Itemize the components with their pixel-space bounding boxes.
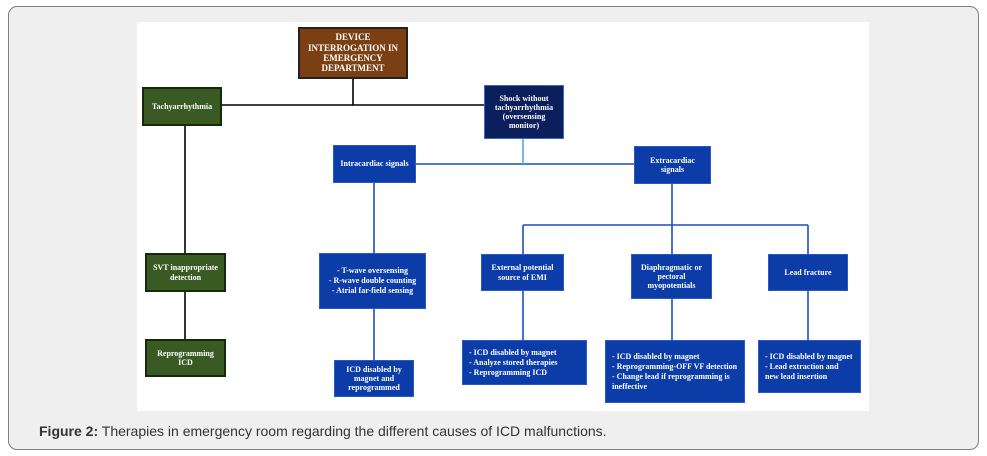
lead-action-item: - ICD disabled by magnet bbox=[765, 351, 853, 361]
intracardiac-cause-item: - R-wave double counting bbox=[328, 276, 417, 285]
connector-lines bbox=[184, 79, 809, 360]
figure-card: DEVICE INTERROGATION IN EMERGENCY DEPART… bbox=[8, 6, 979, 450]
figure-caption: Figure 2: Therapies in emergency room re… bbox=[39, 423, 607, 439]
reprogramming-icd-box: Reprogramming ICD bbox=[145, 339, 226, 377]
caption-text: Therapies in emergency room regarding th… bbox=[98, 423, 607, 439]
emi-action-item: - Reprogramming ICD bbox=[469, 367, 548, 377]
tachyarrhythmia-box: Tachyarrhythmia bbox=[142, 87, 222, 126]
lead-fracture-actions-box: - ICD disabled by magnet - Lead extracti… bbox=[758, 340, 861, 393]
diagram-canvas: DEVICE INTERROGATION IN EMERGENCY DEPART… bbox=[137, 22, 869, 411]
caption-label: Figure 2: bbox=[39, 423, 99, 439]
myopotential-actions-box: - ICD disabled by magnet - Reprogramming… bbox=[605, 340, 745, 403]
lead-fracture-box: Lead fracture bbox=[768, 254, 848, 291]
myopotential-action-item: - Reprogramming-OFF VF detection bbox=[612, 361, 738, 371]
external-emi-box: External potential source of EMI bbox=[481, 254, 564, 291]
intracardiac-cause-item: - T-wave oversensing bbox=[336, 266, 409, 275]
intracardiac-causes-box: - T-wave oversensing - R-wave double cou… bbox=[319, 253, 426, 309]
myopotential-action-item: - ICD disabled by magnet bbox=[612, 351, 700, 361]
device-interrogation-box: DEVICE INTERROGATION IN EMERGENCY DEPART… bbox=[298, 27, 408, 79]
myopotential-action-item: - Change lead if reprogramming is ineffe… bbox=[612, 371, 730, 391]
diaphragmatic-myopotentials-box: Diaphragmatic or pectoral myopotentials bbox=[631, 254, 712, 299]
intracardiac-signals-box: Intracardiac signals bbox=[333, 145, 416, 183]
extracardiac-signals-box: Extracardiac signals bbox=[634, 146, 711, 184]
icd-disabled-and-reprogrammed-box: ICD disabled by magnet and reprogrammed bbox=[334, 360, 414, 397]
emi-action-item: - Analyze stored therapies bbox=[469, 357, 558, 367]
emi-actions-box: - ICD disabled by magnet - Analyze store… bbox=[462, 340, 587, 385]
svt-inappropriate-detection-box: SVT inappropriate detection bbox=[145, 253, 226, 292]
shock-without-tachyarrhythmia-box: Shock without tachyarrhythmia (oversensi… bbox=[484, 85, 564, 139]
lead-action-item: - Lead extraction and new lead insertion bbox=[765, 361, 839, 381]
emi-action-item: - ICD disabled by magnet bbox=[469, 347, 557, 357]
intracardiac-cause-item: - Atrial far-field sensing bbox=[331, 286, 414, 295]
